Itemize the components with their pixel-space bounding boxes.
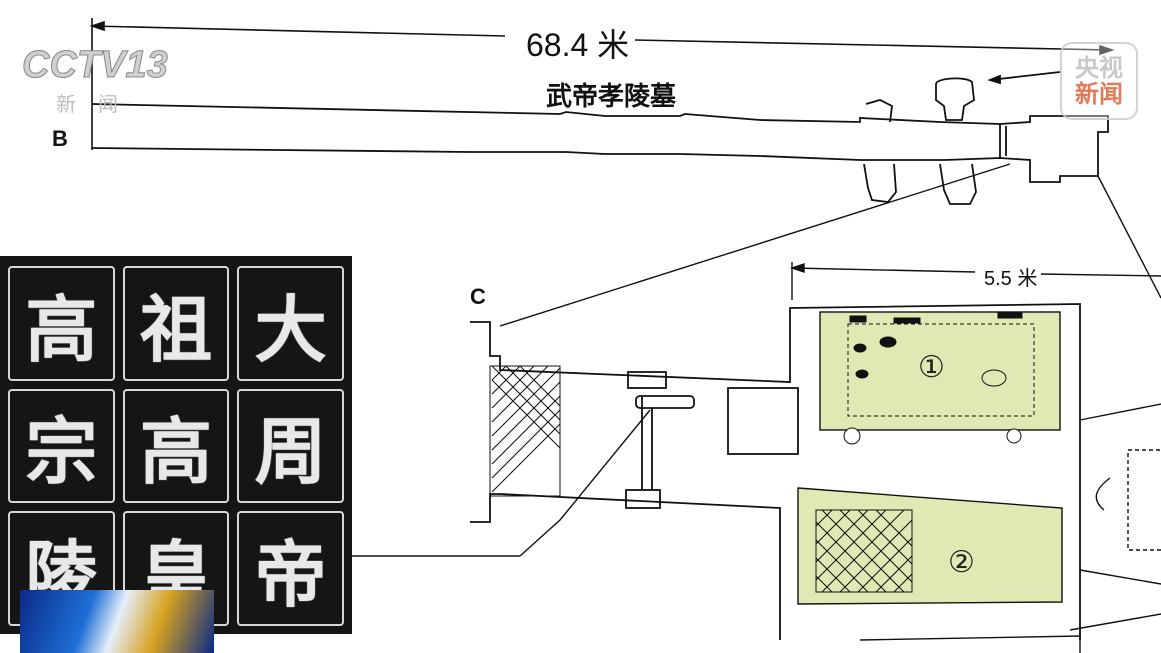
seal-character: 宗 <box>8 388 115 504</box>
tomb-title: 武帝孝陵墓 <box>546 82 677 112</box>
seal-rubbing-image: 高 祖 大 宗 高 周 陵 皇 帝 <box>0 256 352 634</box>
herringbone-chamber-2 <box>815 509 913 593</box>
seal-character: 祖 <box>122 266 230 381</box>
dimension-line-total <box>89 18 1115 150</box>
herringbone-left <box>491 365 561 493</box>
seal-character: 帝 <box>237 511 344 626</box>
chamber-2-highlight <box>797 487 1063 605</box>
chamber-1-number: ① <box>918 350 945 385</box>
chamber-2-number: ② <box>948 545 975 580</box>
section-label-b: B <box>52 126 68 151</box>
section-label-c: C <box>470 284 486 309</box>
chamber-1-inner <box>847 323 1035 417</box>
badge-bottom-text: 新闻 <box>1075 80 1123 108</box>
channel-logo-sub: 新闻 <box>56 92 140 116</box>
right-partial-structure <box>859 403 1161 653</box>
dimension-line-detail <box>789 262 1161 300</box>
seal-character: 大 <box>237 266 344 381</box>
grave-goods <box>843 311 1023 445</box>
section-c-plan <box>470 303 1081 640</box>
seal-character: 高 <box>8 266 115 381</box>
total-length-label: 68.4 米 <box>520 20 636 66</box>
cctv-news-badge: 央视 新闻 <box>1060 42 1138 120</box>
connector-lines <box>352 163 1161 557</box>
tomb-corridor <box>91 71 1109 205</box>
seal-character-grid: 高 祖 大 宗 高 周 陵 皇 帝 <box>8 266 344 626</box>
news-banner-graphic <box>20 590 214 653</box>
seal-character: 高 <box>122 388 230 504</box>
badge-top-text: 央视 <box>1075 54 1123 82</box>
detail-length-label: 5.5 米 <box>980 262 1042 291</box>
channel-logo: CCTV13 <box>22 44 169 87</box>
seal-character: 周 <box>237 388 344 504</box>
